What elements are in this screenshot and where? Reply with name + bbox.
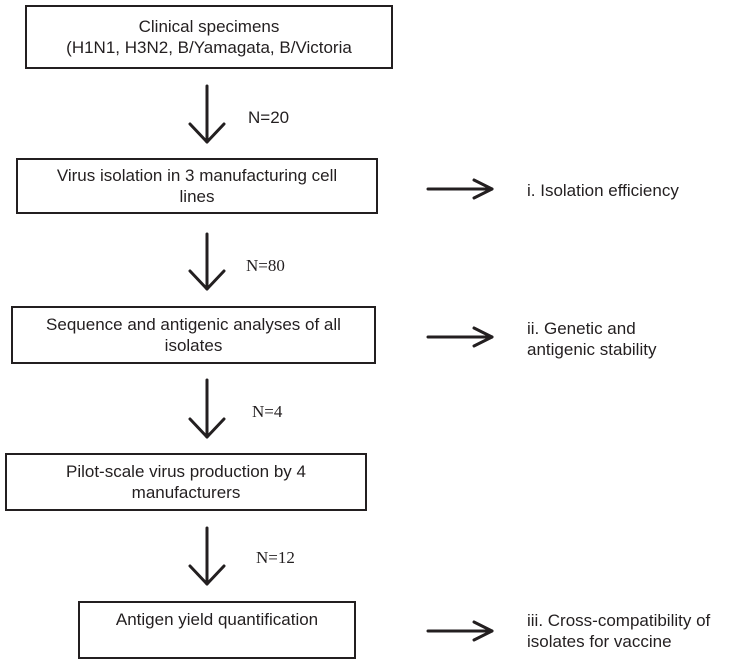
right-arrow-2 <box>426 326 494 348</box>
count-label-3: N=4 <box>252 402 283 421</box>
step-1-line-1: Clinical specimens <box>138 17 280 36</box>
outcome-isolation-efficiency: i. Isolation efficiency <box>527 180 679 201</box>
outcome-3-line-1: iii. Cross-compatibility of <box>527 611 711 630</box>
outcome-3-line-2: isolates for vaccine <box>527 632 672 651</box>
step-1-line-2: (H1N1, H3N2, B/Yamagata, B/Victoria <box>66 38 352 57</box>
outcome-1-line-1: i. Isolation efficiency <box>527 181 679 200</box>
down-arrow-2 <box>188 232 226 291</box>
count-label-2: N=80 <box>246 256 285 275</box>
step-2-line-1: Virus isolation in 3 manufacturing cell <box>56 166 338 185</box>
step-4-line-2: manufacturers <box>131 483 241 502</box>
down-arrow-3 <box>188 378 226 439</box>
step-3-line-1: Sequence and antigenic analyses of all <box>46 315 341 334</box>
outcome-2-line-1: ii. Genetic and <box>527 319 636 338</box>
right-arrow-1 <box>426 178 494 200</box>
outcome-2-line-2: antigenic stability <box>527 340 657 359</box>
right-arrow-3 <box>426 620 494 642</box>
step-box-pilot-production: Pilot-scale virus production by 4 manufa… <box>5 453 367 511</box>
step-4-line-1: Pilot-scale virus production by 4 <box>65 462 306 481</box>
outcome-cross-compatibility: iii. Cross-compatibility of isolates for… <box>527 610 710 652</box>
step-box-virus-isolation: Virus isolation in 3 manufacturing cell … <box>16 158 378 214</box>
down-arrow-4 <box>188 526 226 586</box>
step-box-sequence-analyses: Sequence and antigenic analyses of all i… <box>11 306 376 364</box>
step-2-line-2: lines <box>179 187 215 206</box>
step-box-antigen-yield: Antigen yield quantification <box>78 601 356 659</box>
step-box-clinical-specimens: Clinical specimens (H1N1, H3N2, B/Yamaga… <box>25 5 393 69</box>
count-label-4: N=12 <box>256 548 295 567</box>
outcome-genetic-stability: ii. Genetic and antigenic stability <box>527 318 656 360</box>
step-3-line-2: isolates <box>164 336 223 355</box>
down-arrow-1 <box>188 84 226 144</box>
step-5-line-1: Antigen yield quantification <box>115 610 319 629</box>
count-label-1: N=20 <box>248 108 290 127</box>
